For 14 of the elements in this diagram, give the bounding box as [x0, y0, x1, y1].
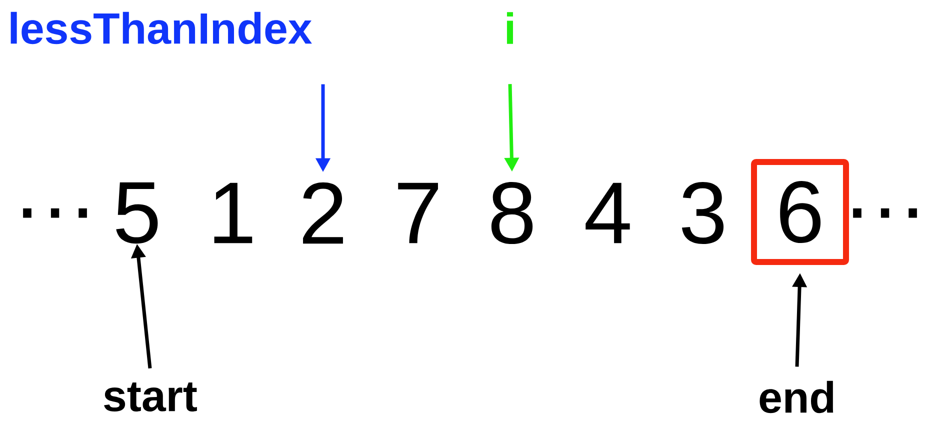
array-value: 7 — [398, 182, 438, 244]
array-value: 2 — [303, 182, 343, 244]
array-value: … — [23, 208, 87, 218]
array-value: 4 — [586, 182, 630, 244]
pointer-label: i — [506, 12, 513, 44]
array-value: 3 — [682, 182, 724, 244]
pointer-label: start — [104, 382, 197, 412]
pointer-label: end — [760, 380, 834, 414]
array-value: 1 — [214, 182, 252, 244]
array-value: 8 — [491, 182, 533, 244]
array-value: 5 — [116, 182, 158, 244]
highlighted-value: 6 — [751, 159, 849, 265]
array-value: … — [853, 208, 917, 218]
pointer-label: lessThanIndex — [10, 12, 312, 44]
